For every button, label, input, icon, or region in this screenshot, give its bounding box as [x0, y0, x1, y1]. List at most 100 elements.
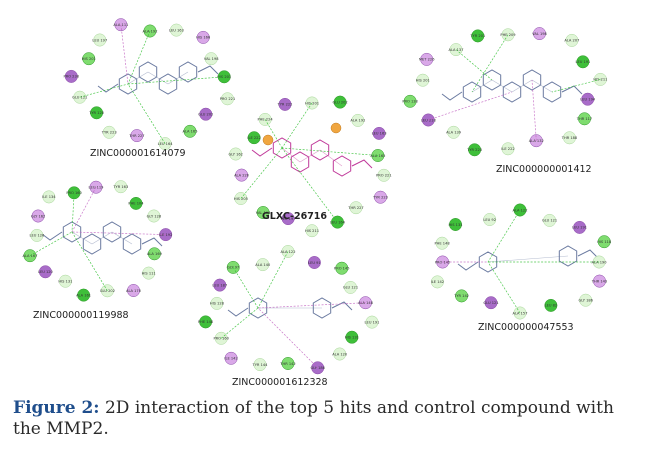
- residue-disc: [597, 235, 611, 249]
- residue-label: ALA 161: [76, 293, 91, 297]
- residue-disc: [484, 296, 498, 310]
- residue-node: GLY 128: [147, 209, 162, 223]
- ligand-bond: [71, 231, 93, 245]
- residue-label: LEU 191: [572, 226, 587, 230]
- residue-node: PHE 104: [128, 196, 144, 210]
- residue-disc: [565, 33, 579, 47]
- residue-node: THR 142: [279, 357, 296, 370]
- residue-label: GLU 121: [72, 96, 87, 100]
- residue-node: PHE 148: [435, 236, 450, 250]
- residue-label: THR 143: [591, 279, 607, 283]
- residue-label: LEU 119: [89, 186, 105, 190]
- residue-node: THR 227: [347, 201, 364, 215]
- residue-disc: [344, 280, 357, 294]
- residue-disc: [483, 213, 497, 226]
- residue-label: LEU 164: [330, 220, 346, 224]
- residue-node: ILE 142: [431, 275, 444, 289]
- ligand-sidechain: [441, 91, 463, 101]
- residue-label: PHE 104: [128, 202, 144, 206]
- residue-node: PRO 145: [334, 261, 350, 275]
- residue-disc: [533, 27, 546, 41]
- residue-node: ALA 192: [142, 24, 158, 38]
- residue-node: TYR 163: [112, 180, 128, 194]
- residue-disc: [447, 125, 461, 139]
- residue-node: LEU 197: [281, 212, 296, 226]
- residue-disc: [58, 274, 72, 288]
- ligand-sidechain: [41, 231, 63, 241]
- ligand-sidechain: [251, 147, 273, 157]
- residue-label: TYR 223: [466, 148, 482, 152]
- residue-label: LEU 120: [38, 270, 54, 274]
- residue-label: ALA 139: [446, 131, 462, 135]
- residue-disc: [578, 112, 591, 126]
- metal-disc: [262, 134, 274, 146]
- residue-label: MET 226: [419, 58, 435, 62]
- residue-disc: [93, 33, 107, 47]
- residue-disc: [345, 330, 359, 344]
- residue-node: LEU 164: [330, 215, 346, 229]
- residue-label: TYR 222: [277, 103, 293, 107]
- residue-label: ALA 120: [332, 352, 348, 356]
- residue-node: ILE 142: [224, 351, 238, 365]
- residue-node: GLY 186: [310, 361, 326, 375]
- interaction-line: [257, 251, 289, 309]
- residue-disc: [210, 296, 224, 310]
- residue-label: HIS 118: [597, 240, 612, 244]
- residue-disc: [64, 69, 78, 83]
- residue-label: LEU 191: [365, 320, 380, 324]
- ligand-sidechain: [141, 237, 163, 247]
- residue-disc: [403, 94, 417, 108]
- ligand-sidechain: [331, 301, 353, 311]
- residue-label: GLU 202: [332, 100, 347, 104]
- residue-disc: [169, 23, 183, 37]
- residue-node: ILE 134: [42, 190, 56, 204]
- caption-label: Figure 2:: [13, 398, 100, 418]
- residue-label: PRO 138: [402, 100, 418, 104]
- interaction-line: [71, 187, 97, 233]
- residue-label: ILE 222: [501, 147, 514, 151]
- residue-node: TYR 120: [88, 106, 105, 120]
- residue-node: PRO 221: [376, 168, 392, 182]
- residue-label: ALA 132: [529, 139, 544, 143]
- ligand-sidechain: [197, 65, 219, 75]
- residue-disc: [278, 97, 292, 111]
- residue-disc: [581, 92, 595, 106]
- residue-disc: [256, 206, 270, 219]
- residue-disc: [130, 129, 144, 143]
- residue-disc: [82, 52, 96, 66]
- residue-label: TYR 120: [88, 111, 105, 115]
- residue-node: HIS 201: [416, 73, 430, 87]
- residue-label: ALA 157: [512, 311, 527, 315]
- residue-disc: [114, 180, 128, 194]
- ligand-sidechain: [227, 307, 249, 317]
- residue-node: TYR 223: [466, 143, 482, 157]
- residue-label: HIS 131: [58, 280, 72, 284]
- residue-label: LEU 194: [580, 98, 596, 102]
- residue-node: PRO 138: [402, 94, 419, 108]
- residue-disc: [435, 236, 449, 250]
- residue-label: LEU 163: [372, 132, 387, 136]
- residue-node: LEU 163: [372, 126, 387, 140]
- residue-node: LEU 119: [89, 180, 105, 194]
- residue-disc: [90, 106, 104, 120]
- interaction-line: [551, 79, 601, 93]
- residue-node: ALA 120: [332, 347, 348, 361]
- ligand-ring: [482, 69, 502, 91]
- residue-node: GLY 97: [226, 260, 240, 274]
- residue-node: ALA 165: [182, 124, 198, 138]
- ligand-structure: [227, 297, 353, 319]
- residue-label: ALA 220: [234, 173, 250, 177]
- residue-node: ALA 207: [564, 33, 579, 47]
- residue-label: GLY 186: [310, 366, 325, 370]
- residue-label: ILE 134: [42, 195, 56, 199]
- ligand-bond: [491, 79, 513, 93]
- residue-label: TYR 223: [372, 196, 388, 200]
- compound-name-mr: ZINC000000047553: [478, 322, 574, 333]
- ligand-ring: [62, 221, 82, 243]
- interaction-line: [240, 147, 283, 199]
- interaction-line: [29, 231, 73, 257]
- interaction-line: [120, 24, 129, 85]
- residue-label: TYR 223: [101, 131, 117, 135]
- interaction-line: [71, 192, 75, 233]
